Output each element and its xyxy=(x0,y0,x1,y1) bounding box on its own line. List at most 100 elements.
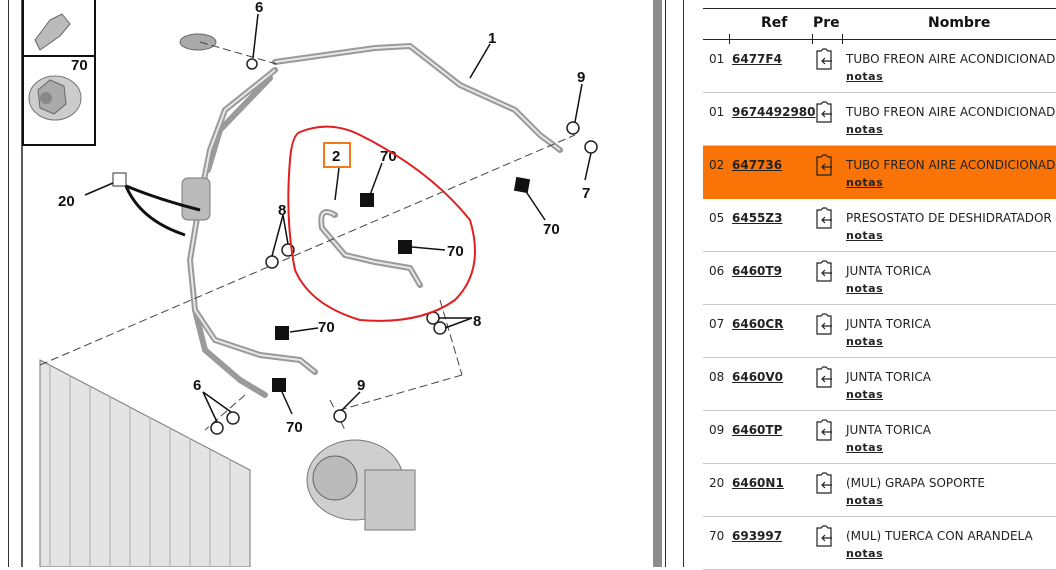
row-number: 01 xyxy=(709,52,725,66)
notes-link[interactable]: notas xyxy=(846,441,884,454)
inset-panel: 70 xyxy=(22,0,96,146)
part-name: TUBO FREON AIRE ACONDICIONADO xyxy=(846,158,1056,172)
add-to-cart-icon[interactable] xyxy=(815,207,833,229)
notes-link[interactable]: notas xyxy=(846,123,884,136)
notes-link[interactable]: notas xyxy=(846,388,884,401)
callout-70[interactable]: 70 xyxy=(543,221,560,238)
parts-table: Ref Pre Nombre 01 6477F4 TUBO FREON AIRE… xyxy=(703,8,1056,570)
callout-2-selected-box xyxy=(323,142,351,168)
parts-diagram[interactable]: 70 xyxy=(0,0,650,567)
callout-8[interactable]: 8 xyxy=(473,313,481,330)
callout-8[interactable]: 8 xyxy=(278,202,286,219)
notes-link[interactable]: notas xyxy=(846,494,884,507)
callout-6[interactable]: 6 xyxy=(193,377,201,394)
part-name: JUNTA TORICA xyxy=(846,423,931,437)
table-row[interactable]: 08 6460V0 JUNTA TORICA notas xyxy=(703,358,1056,411)
callout-70[interactable]: 70 xyxy=(447,243,464,260)
part-name: (MUL) TUERCA CON ARANDELA xyxy=(846,529,1033,543)
table-row[interactable]: 07 6460CR JUNTA TORICA notas xyxy=(703,305,1056,358)
table-row[interactable]: 01 9674492980 TUBO FREON AIRE ACONDICION… xyxy=(703,93,1056,146)
part-ref-link[interactable]: 6477F4 xyxy=(732,52,782,66)
row-number: 20 xyxy=(709,476,725,490)
column-resize-handle[interactable] xyxy=(729,34,730,44)
compressor xyxy=(306,439,416,531)
table-row[interactable]: 70 693997 (MUL) TUERCA CON ARANDELA nota… xyxy=(703,517,1056,570)
notes-link[interactable]: notas xyxy=(846,547,884,560)
row-number: 05 xyxy=(709,211,725,225)
pressure-switch xyxy=(179,33,217,51)
table-border-left xyxy=(683,0,684,567)
column-resize-handle[interactable] xyxy=(812,34,813,44)
ac-pipes-inner xyxy=(188,44,561,373)
part-ref-link[interactable]: 6455Z3 xyxy=(732,211,783,225)
row-number: 70 xyxy=(709,529,725,543)
callout-20[interactable]: 20 xyxy=(58,193,75,210)
part-name: TUBO FREON AIRE ACONDICIONADO xyxy=(846,105,1056,119)
notes-link[interactable]: notas xyxy=(846,282,884,295)
add-to-cart-icon[interactable] xyxy=(815,366,833,388)
nut-markers xyxy=(272,176,531,392)
splitter-scrollbar[interactable] xyxy=(653,0,662,567)
callout-2[interactable]: 2 xyxy=(332,148,340,165)
clip-marker xyxy=(112,172,127,187)
column-header-nombre[interactable]: Nombre xyxy=(928,15,991,31)
add-to-cart-icon[interactable] xyxy=(815,419,833,441)
table-row[interactable]: 01 6477F4 TUBO FREON AIRE ACONDICIONADO … xyxy=(703,40,1056,93)
part-ref-link[interactable]: 6460V0 xyxy=(732,370,784,384)
notes-link[interactable]: notas xyxy=(846,70,884,83)
add-to-cart-icon[interactable] xyxy=(815,525,833,547)
column-header-pre[interactable]: Pre xyxy=(813,15,840,31)
callout-6[interactable]: 6 xyxy=(255,0,263,16)
part-ref-link[interactable]: 6460N1 xyxy=(732,476,784,490)
notes-link[interactable]: notas xyxy=(846,176,884,189)
leader-lines xyxy=(84,13,592,423)
notes-link[interactable]: notas xyxy=(846,229,884,242)
part-ref-link[interactable]: 6460CR xyxy=(732,317,784,331)
part-ref-link[interactable]: 9674492980 xyxy=(732,105,816,119)
row-number: 02 xyxy=(709,158,725,172)
part-ref-link[interactable]: 6460TP xyxy=(732,423,783,437)
add-to-cart-icon[interactable] xyxy=(815,313,833,335)
column-resize-handle[interactable] xyxy=(842,34,843,44)
table-header: Ref Pre Nombre xyxy=(703,8,1056,44)
part-name: (MUL) GRAPA SOPORTE xyxy=(846,476,985,490)
column-header-ref[interactable]: Ref xyxy=(761,15,788,31)
table-row[interactable]: 06 6460T9 JUNTA TORICA notas xyxy=(703,252,1056,305)
part-name: PRESOSTATO DE DESHIDRATADOR xyxy=(846,211,1052,225)
callout-7[interactable]: 7 xyxy=(582,185,590,202)
callout-9[interactable]: 9 xyxy=(357,377,365,394)
row-number: 06 xyxy=(709,264,725,278)
dehydrator-bottle xyxy=(181,177,211,221)
table-row[interactable]: 05 6455Z3 PRESOSTATO DE DESHIDRATADOR no… xyxy=(703,199,1056,252)
part-name: JUNTA TORICA xyxy=(846,370,931,384)
callout-9[interactable]: 9 xyxy=(577,69,585,86)
frame-border-left xyxy=(8,0,9,567)
table-row[interactable]: 20 6460N1 (MUL) GRAPA SOPORTE notas xyxy=(703,464,1056,517)
part-name: TUBO FREON AIRE ACONDICIONADO xyxy=(846,52,1056,66)
callout-1[interactable]: 1 xyxy=(488,30,496,47)
row-number: 07 xyxy=(709,317,725,331)
part-ref-link[interactable]: 6460T9 xyxy=(732,264,782,278)
callout-70[interactable]: 70 xyxy=(318,319,335,336)
notes-link[interactable]: notas xyxy=(846,335,884,348)
add-to-cart-icon[interactable] xyxy=(815,154,833,176)
condenser xyxy=(39,359,251,567)
callout-70-inset: 70 xyxy=(71,57,88,74)
row-number: 09 xyxy=(709,423,725,437)
assembly-lines xyxy=(39,41,576,431)
add-to-cart-icon[interactable] xyxy=(815,101,833,123)
row-number: 01 xyxy=(709,105,725,119)
part-ref-link[interactable]: 693997 xyxy=(732,529,783,543)
add-to-cart-icon[interactable] xyxy=(815,48,833,70)
table-row[interactable]: 02 647736 TUBO FREON AIRE ACONDICIONADO … xyxy=(703,146,1056,199)
part-name: JUNTA TORICA xyxy=(846,264,931,278)
add-to-cart-icon[interactable] xyxy=(815,472,833,494)
callout-70[interactable]: 70 xyxy=(286,419,303,436)
red-highlight-circle xyxy=(287,125,476,322)
part-ref-link[interactable]: 647736 xyxy=(732,158,783,172)
add-to-cart-icon[interactable] xyxy=(815,260,833,282)
table-row[interactable]: 09 6460TP JUNTA TORICA notas xyxy=(703,411,1056,464)
part-name: JUNTA TORICA xyxy=(846,317,931,331)
row-number: 08 xyxy=(709,370,725,384)
panel-divider xyxy=(665,0,666,567)
